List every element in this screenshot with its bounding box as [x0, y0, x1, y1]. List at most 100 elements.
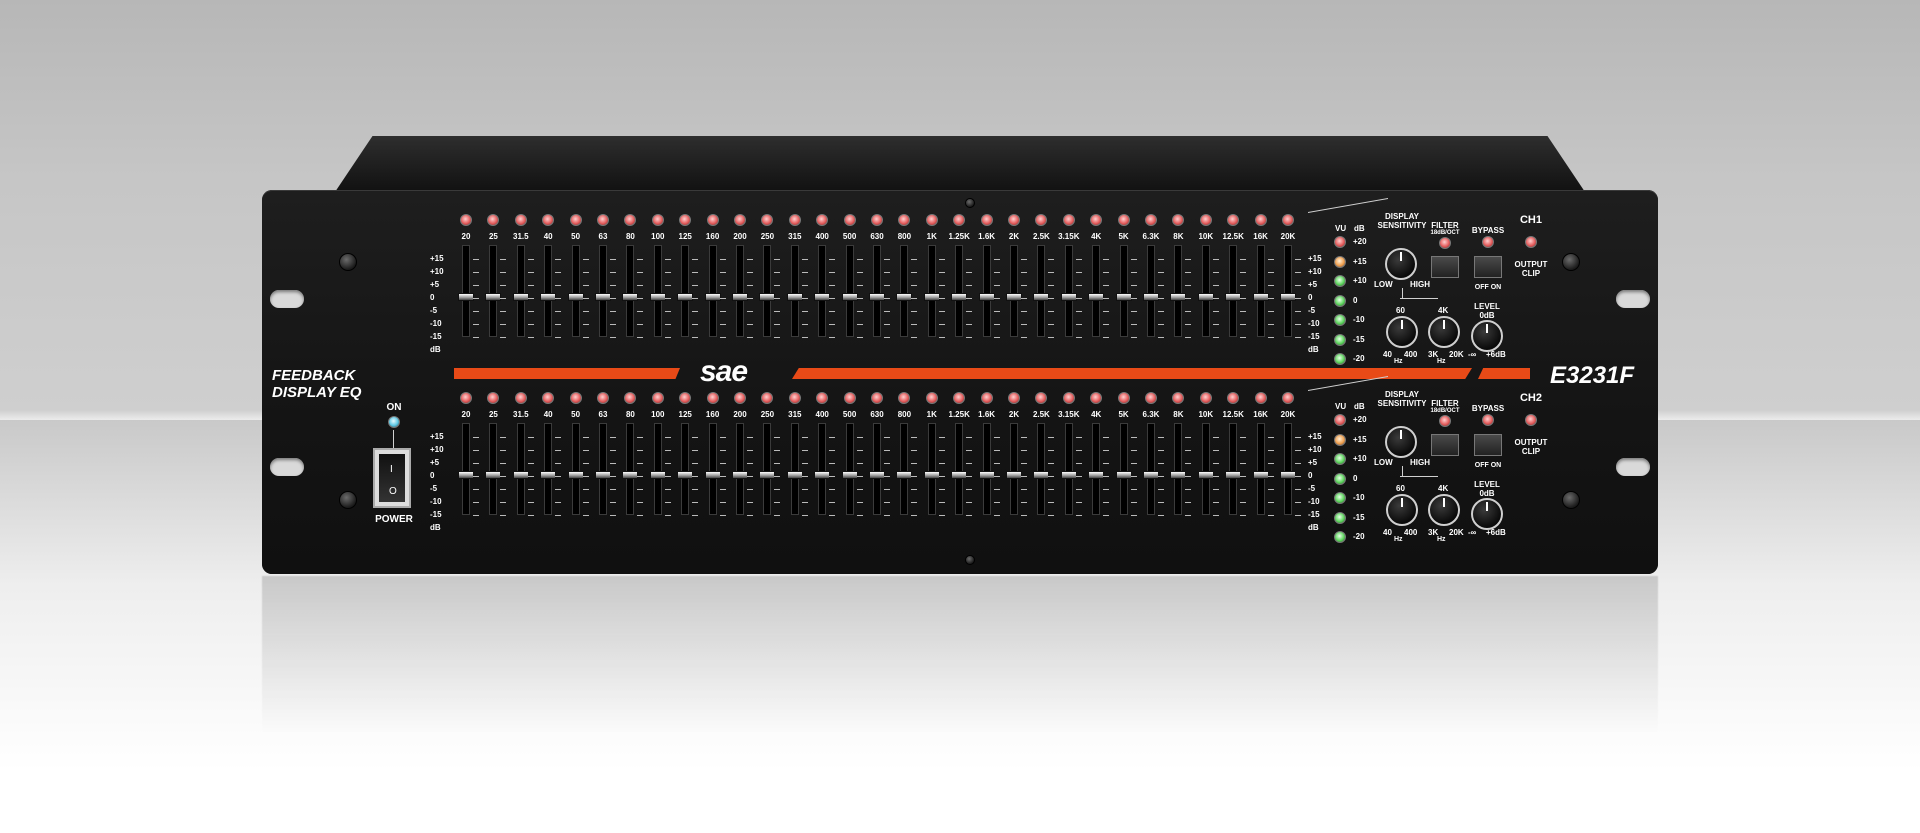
fader-250[interactable] [759, 293, 776, 301]
fader-50[interactable] [567, 293, 584, 301]
level-label: LEVEL [1474, 480, 1500, 489]
fader-1.6K[interactable] [978, 293, 995, 301]
fader-200[interactable] [732, 471, 748, 479]
fader-80[interactable] [622, 471, 639, 479]
lp-3k-label: 3K [1428, 350, 1439, 359]
fader-8K[interactable] [1170, 471, 1187, 479]
fader-50[interactable] [567, 471, 584, 479]
filter-switch[interactable] [1431, 434, 1459, 456]
fader-10K[interactable] [1197, 293, 1214, 301]
fader-tick [1295, 324, 1301, 325]
fader-track-20 [462, 245, 470, 337]
fader-1K[interactable] [923, 471, 940, 479]
fader-20K[interactable] [1280, 471, 1296, 479]
fader-tick [500, 463, 507, 464]
vu-title: VU [1335, 402, 1347, 411]
band-led-1K [925, 214, 938, 226]
fader-20[interactable] [458, 471, 474, 479]
fader-500[interactable] [841, 293, 858, 301]
fader-tick [719, 259, 726, 260]
fader-track-3.15K [1064, 423, 1073, 515]
band-label-125: 125 [678, 232, 692, 241]
fader-31.5[interactable] [512, 293, 529, 301]
fader-tick [1212, 437, 1219, 438]
fader-63[interactable] [595, 293, 611, 301]
fader-20K[interactable] [1280, 293, 1296, 301]
fader-6.3K[interactable] [1143, 293, 1159, 301]
fader-2K[interactable] [1006, 293, 1022, 301]
fader-20[interactable] [458, 293, 474, 301]
fader-630[interactable] [869, 471, 885, 479]
fader-630[interactable] [869, 293, 885, 301]
fader-1.25K[interactable] [951, 293, 968, 301]
band-label-1.25K: 1.25K [948, 232, 970, 241]
fader-400[interactable] [814, 293, 831, 301]
bypass-switch[interactable] [1474, 434, 1502, 456]
fader-8K[interactable] [1170, 293, 1187, 301]
fader-4K[interactable] [1088, 293, 1105, 301]
fader-3.15K[interactable] [1060, 471, 1077, 479]
level-knob[interactable] [1471, 320, 1503, 352]
fader-25[interactable] [485, 471, 502, 479]
fader-2.5K[interactable] [1033, 471, 1050, 479]
highpass-knob[interactable] [1386, 494, 1418, 526]
fader-125[interactable] [677, 293, 694, 301]
fader-500[interactable] [841, 471, 858, 479]
fader-tick [1021, 437, 1027, 438]
fader-tick [582, 476, 589, 477]
fader-1.25K[interactable] [951, 471, 968, 479]
fader-tick [966, 489, 973, 490]
band-led-250 [761, 214, 774, 226]
fader-100[interactable] [649, 471, 666, 479]
fader-160[interactable] [704, 471, 721, 479]
output-clip-label: OUTPUT CLIP [1514, 260, 1548, 278]
fader-tick [993, 502, 1000, 503]
fader-6.3K[interactable] [1143, 471, 1159, 479]
level-knob[interactable] [1471, 498, 1503, 530]
fader-4K[interactable] [1088, 471, 1105, 479]
fader-12.5K[interactable] [1225, 293, 1242, 301]
fader-16K[interactable] [1252, 293, 1269, 301]
bypass-switch[interactable] [1474, 256, 1502, 278]
fader-1K[interactable] [923, 293, 940, 301]
fader-800[interactable] [896, 471, 913, 479]
filter-switch[interactable] [1431, 256, 1459, 278]
fader-2.5K[interactable] [1033, 293, 1050, 301]
fader-12.5K[interactable] [1225, 471, 1242, 479]
fader-40[interactable] [540, 471, 557, 479]
fader-10K[interactable] [1197, 471, 1214, 479]
fader-3.15K[interactable] [1060, 293, 1077, 301]
highpass-knob[interactable] [1386, 316, 1418, 348]
fader-63[interactable] [595, 471, 611, 479]
fader-tick [500, 337, 507, 338]
fader-tick [774, 489, 781, 490]
fader-1.6K[interactable] [978, 471, 995, 479]
fader-315[interactable] [786, 293, 803, 301]
lowpass-knob[interactable] [1428, 494, 1460, 526]
fader-2K[interactable] [1006, 471, 1022, 479]
fader-400[interactable] [814, 471, 831, 479]
fader-tick [911, 272, 918, 273]
fader-800[interactable] [896, 293, 913, 301]
fader-tick [473, 450, 479, 451]
fader-160[interactable] [704, 293, 721, 301]
power-switch[interactable]: I O [373, 448, 411, 508]
display-sensitivity-knob[interactable] [1385, 426, 1417, 458]
fader-315[interactable] [786, 471, 803, 479]
fader-5K[interactable] [1115, 293, 1132, 301]
fader-16K[interactable] [1252, 471, 1269, 479]
fader-25[interactable] [485, 293, 502, 301]
fader-200[interactable] [732, 293, 748, 301]
fader-80[interactable] [622, 293, 639, 301]
fader-100[interactable] [649, 293, 666, 301]
fader-40[interactable] [540, 293, 557, 301]
fader-5K[interactable] [1115, 471, 1132, 479]
display-sensitivity-knob[interactable] [1385, 248, 1417, 280]
fader-tick [1295, 502, 1301, 503]
lowpass-knob[interactable] [1428, 316, 1460, 348]
fader-250[interactable] [759, 471, 776, 479]
fader-125[interactable] [677, 471, 694, 479]
band-led-250 [761, 392, 774, 404]
fader-31.5[interactable] [512, 471, 529, 479]
fader-tick [993, 337, 1000, 338]
